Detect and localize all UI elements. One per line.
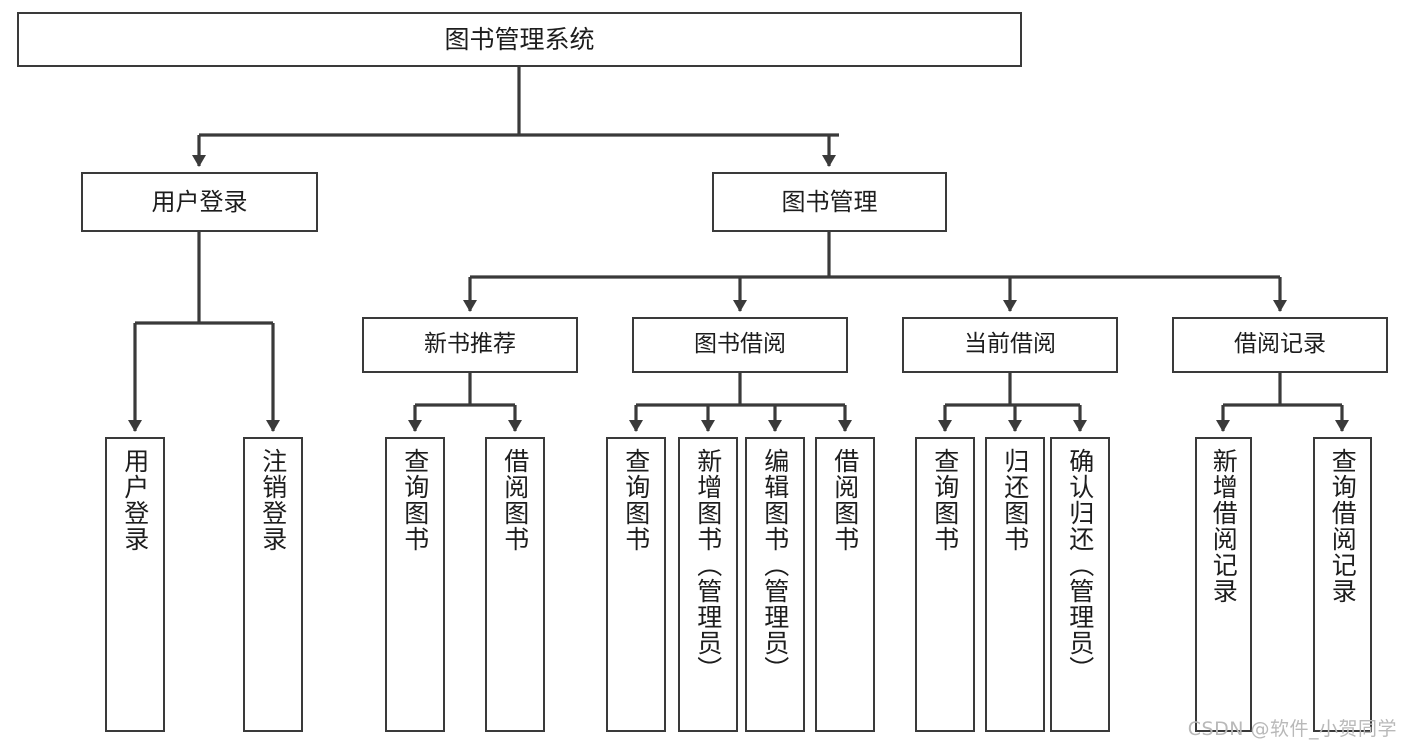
node-leaf-add-book-label: 新增图书（管理员）: [693, 448, 723, 682]
node-leaf-borrow-book-1[interactable]: 借阅图书: [485, 437, 545, 732]
node-current-borrow[interactable]: 当前借阅: [902, 317, 1118, 373]
node-leaf-borrow-book-1-label: 借阅图书: [500, 448, 530, 552]
node-leaf-user-login-label: 用户登录: [120, 448, 150, 552]
node-root[interactable]: 图书管理系统: [17, 12, 1022, 67]
node-user-login[interactable]: 用户登录: [81, 172, 318, 232]
node-leaf-query-record-label: 查询借阅记录: [1328, 448, 1358, 604]
node-book-manage[interactable]: 图书管理: [712, 172, 947, 232]
node-leaf-query-book-2-label: 查询图书: [621, 448, 651, 552]
node-book-borrow-label: 图书借阅: [694, 331, 786, 358]
node-leaf-add-book[interactable]: 新增图书（管理员）: [678, 437, 738, 732]
node-new-book-rec[interactable]: 新书推荐: [362, 317, 578, 373]
node-leaf-query-record[interactable]: 查询借阅记录: [1313, 437, 1372, 732]
watermark: CSDN @软件_小贺同学: [1187, 718, 1397, 740]
node-leaf-return-book[interactable]: 归还图书: [985, 437, 1045, 732]
node-book-borrow[interactable]: 图书借阅: [632, 317, 848, 373]
node-book-manage-label: 图书管理: [781, 187, 878, 216]
node-leaf-edit-book-label: 编辑图书（管理员）: [760, 448, 790, 682]
node-leaf-add-record-label: 新增借阅记录: [1209, 448, 1239, 604]
node-current-borrow-label: 当前借阅: [964, 331, 1056, 358]
node-borrow-record[interactable]: 借阅记录: [1172, 317, 1388, 373]
node-leaf-logout[interactable]: 注销登录: [243, 437, 303, 732]
node-leaf-borrow-book-2-label: 借阅图书: [830, 448, 860, 552]
node-leaf-add-record[interactable]: 新增借阅记录: [1195, 437, 1252, 732]
node-leaf-query-book-3[interactable]: 查询图书: [915, 437, 975, 732]
node-leaf-query-book-3-label: 查询图书: [930, 448, 960, 552]
node-new-book-rec-label: 新书推荐: [424, 331, 516, 358]
node-leaf-query-book-1[interactable]: 查询图书: [385, 437, 445, 732]
node-leaf-edit-book[interactable]: 编辑图书（管理员）: [745, 437, 805, 732]
node-leaf-return-book-label: 归还图书: [1000, 448, 1030, 552]
node-leaf-confirm-return-label: 确认归还（管理员）: [1065, 448, 1095, 682]
node-leaf-query-book-1-label: 查询图书: [400, 448, 430, 552]
node-leaf-borrow-book-2[interactable]: 借阅图书: [815, 437, 875, 732]
node-root-label: 图书管理系统: [444, 24, 595, 54]
node-leaf-query-book-2[interactable]: 查询图书: [606, 437, 666, 732]
node-leaf-logout-label: 注销登录: [258, 448, 288, 552]
node-user-login-label: 用户登录: [151, 187, 248, 216]
node-leaf-user-login[interactable]: 用户登录: [105, 437, 165, 732]
node-borrow-record-label: 借阅记录: [1234, 331, 1326, 358]
node-leaf-confirm-return[interactable]: 确认归还（管理员）: [1050, 437, 1110, 732]
